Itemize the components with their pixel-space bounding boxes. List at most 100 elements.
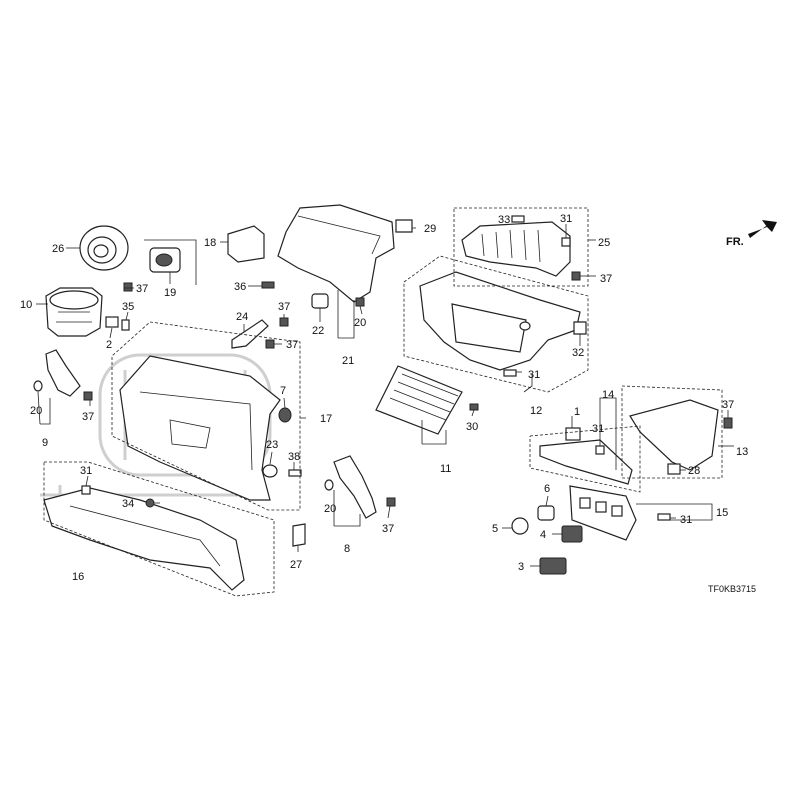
part-37-mid-shape bbox=[386, 497, 396, 507]
callout-8: 8 bbox=[344, 543, 350, 555]
callout-labels: 1 2 3 4 5 6 7 8 9 10 11 12 13 14 15 16 1… bbox=[20, 213, 748, 583]
part-36-shape bbox=[261, 281, 275, 289]
callout-21: 21 bbox=[342, 355, 354, 367]
callout-31-switch: 31 bbox=[592, 423, 604, 435]
part-20-mid-shape bbox=[324, 479, 334, 491]
figure-code: TF0KB3715 bbox=[708, 584, 756, 594]
callout-37-b: 37 bbox=[278, 301, 290, 313]
part-7-shape bbox=[278, 407, 292, 423]
callout-31-top: 31 bbox=[560, 213, 572, 225]
part-18-shape bbox=[227, 225, 265, 263]
part-13-shape bbox=[629, 399, 719, 471]
callout-2: 2 bbox=[106, 339, 112, 351]
group-box-14 bbox=[529, 425, 641, 493]
callout-17: 17 bbox=[320, 413, 332, 425]
callout-28: 28 bbox=[688, 465, 700, 477]
callout-9: 9 bbox=[42, 437, 48, 449]
part-3-shape bbox=[539, 557, 567, 575]
group-box-12 bbox=[403, 255, 589, 393]
callout-35: 35 bbox=[122, 301, 134, 313]
part-12-shape bbox=[419, 271, 581, 371]
part-9-shape bbox=[45, 349, 81, 397]
front-label: FR. bbox=[726, 236, 744, 248]
callout-10: 10 bbox=[20, 299, 32, 311]
callout-11: 11 bbox=[440, 463, 451, 475]
part-38-shape bbox=[288, 469, 302, 477]
front-direction-arrow: FR. bbox=[726, 220, 777, 248]
group-box-13 bbox=[621, 385, 723, 479]
part-17-shape bbox=[119, 355, 281, 501]
callout-37-a: 37 bbox=[136, 283, 148, 295]
callout-3: 3 bbox=[518, 561, 524, 573]
part-10-shape bbox=[45, 287, 103, 337]
part-21-shape bbox=[277, 204, 395, 303]
callout-6: 6 bbox=[544, 483, 550, 495]
part-24-shape bbox=[231, 319, 269, 349]
callout-19: 19 bbox=[164, 287, 176, 299]
callout-13: 13 bbox=[736, 446, 748, 458]
part-25-shape bbox=[461, 221, 571, 277]
callout-14: 14 bbox=[602, 389, 614, 401]
part-1-shape bbox=[565, 427, 581, 441]
screws-37 bbox=[83, 271, 581, 401]
callout-31-left: 31 bbox=[80, 465, 92, 477]
callout-22: 22 bbox=[312, 325, 324, 337]
callout-29: 29 bbox=[424, 223, 436, 235]
part-32-shape bbox=[573, 321, 587, 335]
part-5-shape bbox=[511, 517, 529, 535]
callout-15: 15 bbox=[716, 507, 728, 519]
callout-37-e: 37 bbox=[82, 411, 94, 423]
callout-31-right: 31 bbox=[680, 514, 692, 526]
part-15-shape bbox=[569, 485, 637, 541]
callout-20-left: 20 bbox=[30, 405, 42, 417]
callout-37-g: 37 bbox=[722, 399, 734, 411]
callout-27: 27 bbox=[290, 559, 302, 571]
group-box-25 bbox=[453, 207, 589, 287]
callout-7: 7 bbox=[280, 385, 286, 397]
callout-37-d: 37 bbox=[600, 273, 612, 285]
part-19-shape bbox=[144, 239, 197, 285]
callout-16: 16 bbox=[72, 571, 84, 583]
part-22-shape bbox=[311, 293, 329, 309]
callout-26: 26 bbox=[52, 243, 64, 255]
callout-25: 25 bbox=[598, 237, 610, 249]
part-11-shape bbox=[375, 365, 463, 435]
part-28-shape bbox=[667, 463, 681, 475]
callout-31-mid: 31 bbox=[528, 369, 540, 381]
callout-23: 23 bbox=[266, 439, 278, 451]
callout-34: 34 bbox=[122, 498, 134, 510]
callout-37-f: 37 bbox=[382, 523, 394, 535]
part-14-shape bbox=[539, 429, 633, 485]
callout-1: 1 bbox=[574, 406, 580, 418]
callout-18: 18 bbox=[204, 237, 216, 249]
part-30-shape bbox=[469, 403, 479, 411]
callout-33: 33 bbox=[498, 214, 510, 226]
callout-20-mid: 20 bbox=[324, 503, 336, 515]
group-box-16 bbox=[43, 461, 275, 597]
callout-36: 36 bbox=[234, 281, 246, 293]
part-27-shape bbox=[292, 523, 306, 547]
callout-30: 30 bbox=[466, 421, 478, 433]
part-20-upper-shape bbox=[355, 297, 365, 307]
part-29-shape bbox=[395, 219, 413, 233]
callout-37-c: 37 bbox=[286, 339, 298, 351]
part-26-shape bbox=[79, 225, 129, 271]
callout-5: 5 bbox=[492, 523, 498, 535]
callout-12: 12 bbox=[530, 405, 542, 417]
group-box-17 bbox=[111, 321, 301, 511]
leader-lines bbox=[36, 218, 734, 567]
part-23-shape bbox=[262, 464, 278, 478]
part-33-shape bbox=[511, 215, 525, 223]
callout-24: 24 bbox=[236, 311, 248, 323]
callout-38: 38 bbox=[288, 451, 300, 463]
callout-32: 32 bbox=[572, 347, 584, 359]
part-8-shape bbox=[333, 455, 377, 519]
callout-20-upper: 20 bbox=[354, 317, 366, 329]
part-2-shape bbox=[105, 316, 119, 328]
part-6-shape bbox=[537, 505, 555, 521]
callout-4: 4 bbox=[540, 529, 546, 541]
part-37-right-shape bbox=[723, 417, 733, 429]
part-20-left-shape bbox=[33, 380, 43, 392]
part-35-shape bbox=[121, 319, 130, 331]
